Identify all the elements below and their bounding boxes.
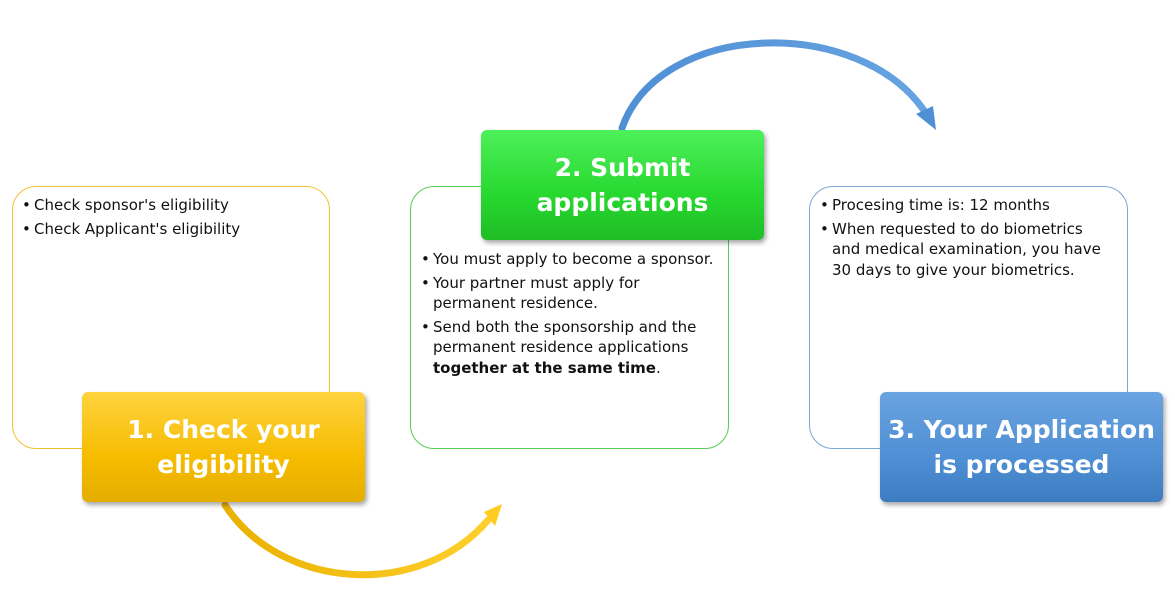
step-1-title-line1: 1. Check your [127,415,320,444]
list-item-emphasis: together at the same time [433,358,656,377]
step-2-title-line2: applications [536,188,709,217]
list-item-text: Send both the sponsorship and the perman… [433,317,697,357]
step-3-list: Procesing time is: 12 months When reques… [820,195,1115,280]
step-1-title: 1. Check your eligibility [127,412,319,482]
step-3-title-box: 3. Your Application is processed [880,392,1163,502]
step-3-title-line2: is processed [933,450,1110,479]
list-item: You must apply to become a sponsor. [421,249,716,270]
step-2-title-line1: 2. Submit [554,153,691,182]
arrow-step1-to-step2 [221,501,502,579]
list-item-end: . [655,358,661,377]
step-1-title-box: 1. Check your eligibility [82,392,365,502]
list-item: Send both the sponsorship and the perman… [421,317,716,379]
list-item: Check Applicant's eligibility [22,219,321,240]
step-1-list: Check sponsor's eligibility Check Applic… [22,195,321,239]
arrow-step2-to-step3 [618,39,936,132]
list-item: Your partner must apply for permanent re… [421,273,716,314]
step-3-title-line1: 3. Your Application [888,415,1155,444]
step-1-title-line2: eligibility [157,450,290,479]
list-item: Procesing time is: 12 months [820,195,1115,216]
list-item: Check sponsor's eligibility [22,195,321,216]
step-2-title: 2. Submit applications [537,150,709,220]
list-item: When requested to do biometrics and medi… [820,219,1115,281]
step-2-list: You must apply to become a sponsor. Your… [421,249,716,378]
step-2-title-box: 2. Submit applications [481,130,764,240]
step-3-title: 3. Your Application is processed [888,412,1155,482]
